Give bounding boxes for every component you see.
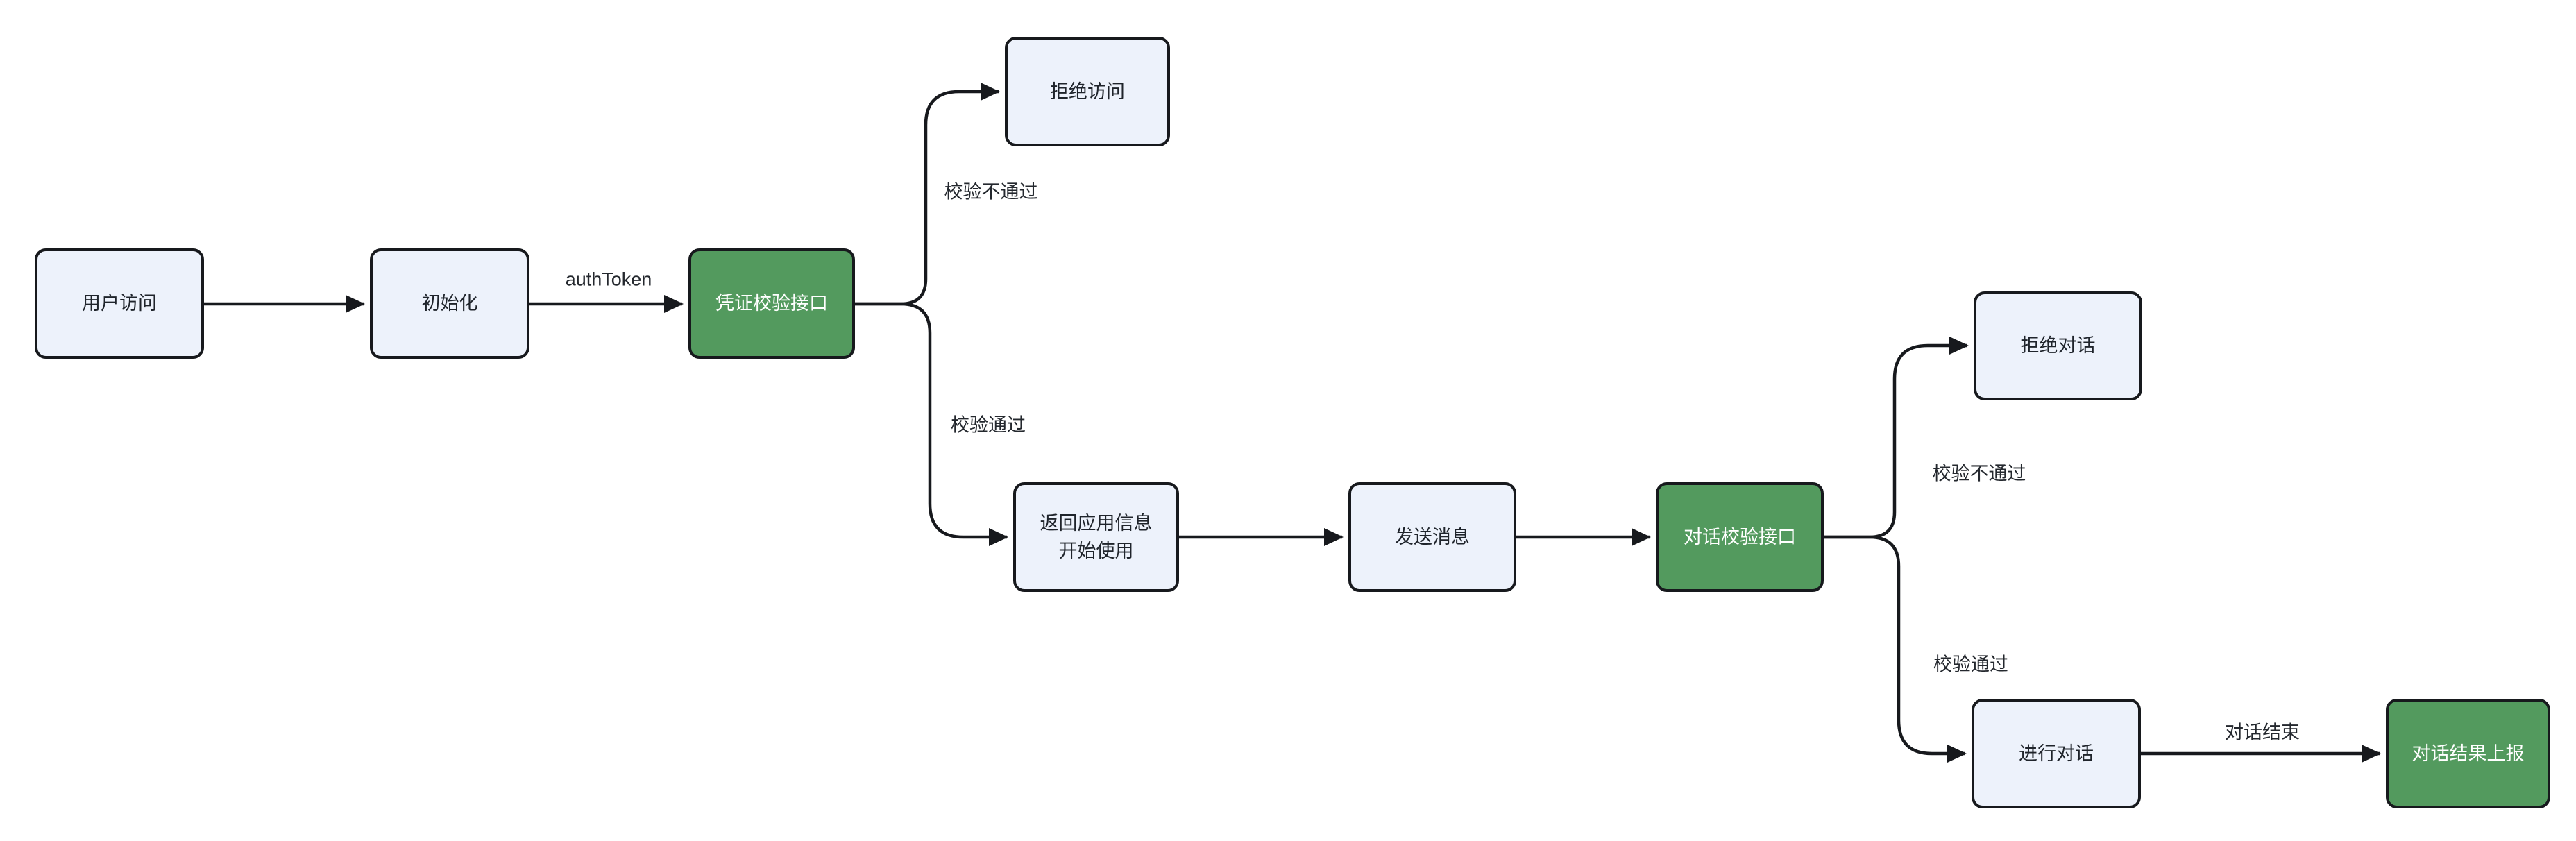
edge-label-check1-pass: 校验通过 xyxy=(951,414,1026,436)
edge-dialog-check-pass-to-do-dialog xyxy=(1824,535,1967,763)
node-credential-check-api: 凭证校验接口 xyxy=(688,248,855,359)
edge-label-check2-fail: 校验不通过 xyxy=(1932,463,2026,484)
edge-label-check2-pass: 校验通过 xyxy=(1933,654,2008,675)
node-do-dialog: 进行对话 xyxy=(1972,699,2141,808)
edge-credential-check-pass-to-return-app-info xyxy=(855,302,1008,546)
node-deny-dialog: 拒绝对话 xyxy=(1974,291,2142,400)
edge-dialog-check-fail-to-deny-dialog xyxy=(1824,337,1969,539)
node-send-message: 发送消息 xyxy=(1348,482,1516,592)
edge-label-dialog-end: 对话结束 xyxy=(2225,722,2300,743)
edge-label-check1-fail: 校验不通过 xyxy=(944,181,1038,203)
node-dialog-check-api: 对话校验接口 xyxy=(1656,482,1824,592)
node-init: 初始化 xyxy=(370,248,529,359)
node-report-dialog-result: 对话结果上报 xyxy=(2386,699,2550,808)
node-user-access: 用户访问 xyxy=(35,248,204,359)
node-deny-access: 拒绝访问 xyxy=(1005,37,1170,146)
node-return-app-info: 返回应用信息 开始使用 xyxy=(1013,482,1179,592)
edge-label-auth-token: authToken xyxy=(565,269,652,290)
edge-credential-check-fail-to-deny-access xyxy=(855,83,1000,306)
